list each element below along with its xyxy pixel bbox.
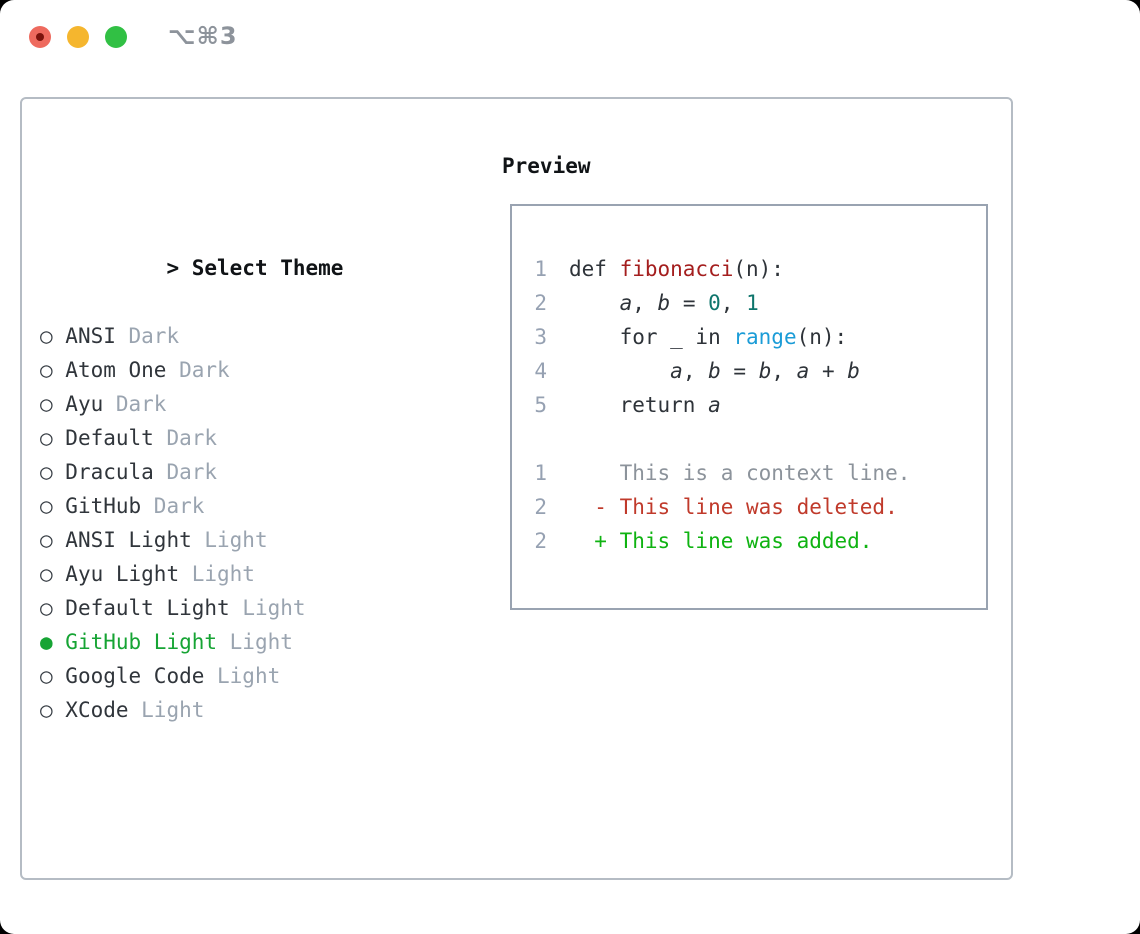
theme-list: ○ ANSI Dark○ Atom One Dark○ Ayu Dark○ De…	[40, 319, 470, 727]
code-line: 2 a, b = 0, 1	[534, 286, 986, 320]
line-number: 1	[534, 257, 547, 281]
zoom-button[interactable]	[105, 26, 127, 48]
theme-picker-left-column: > Select Theme ○ ANSI Dark○ Atom One Dar…	[40, 149, 470, 934]
radio-unselected-icon: ○	[40, 324, 66, 348]
line-content: return a	[569, 393, 721, 417]
theme-option-ayu[interactable]: ○ Ayu Dark	[40, 387, 470, 421]
radio-unselected-icon: ○	[40, 358, 66, 382]
line-content: a, b = b, a + b	[670, 359, 860, 383]
option-label: Dracula	[65, 460, 154, 484]
line-content: for _ in range(n):	[569, 325, 848, 349]
theme-picker-panel: > Select Theme ○ ANSI Dark○ Atom One Dar…	[20, 97, 1013, 880]
line-number: 5	[534, 393, 547, 417]
option-variant-label: Light	[204, 664, 281, 688]
radio-unselected-icon: ○	[40, 698, 66, 722]
option-variant-label: Light	[179, 562, 255, 586]
theme-option-ansi-light[interactable]: ○ ANSI Light Light	[40, 523, 470, 557]
code-line: 3 for _ in range(n):	[534, 320, 986, 354]
theme-option-default-light[interactable]: ○ Default Light Light	[40, 591, 470, 625]
option-label: GitHub	[65, 494, 142, 518]
select-theme-header-label: Select Theme	[191, 256, 344, 280]
radio-unselected-icon: ○	[40, 426, 66, 450]
theme-option-google-code[interactable]: ○ Google Code Light	[40, 659, 470, 693]
line-number: 1	[534, 461, 547, 485]
theme-option-ansi[interactable]: ○ ANSI Dark	[40, 319, 470, 353]
option-variant-label: Dark	[166, 358, 230, 382]
theme-option-github[interactable]: ○ GitHub Dark	[40, 489, 470, 523]
option-variant-label: Light	[128, 698, 205, 722]
option-label: XCode	[65, 698, 129, 722]
line-content: This is a context line.	[569, 461, 911, 485]
radio-unselected-icon: ○	[40, 494, 66, 518]
option-label: Ayu	[65, 392, 104, 416]
option-label: GitHub Light	[65, 630, 218, 654]
line-number: 2	[534, 291, 547, 315]
line-number: 2	[534, 495, 547, 519]
radio-unselected-icon: ○	[40, 392, 66, 416]
option-variant-label: Light	[229, 596, 306, 620]
minimize-button[interactable]	[67, 26, 89, 48]
line-content: a, b = 0, 1	[619, 291, 759, 315]
blank-line	[534, 422, 986, 456]
option-label: Default	[65, 426, 154, 450]
diff-line-removed: 2 - This line was deleted.	[534, 490, 986, 524]
preview-title: Preview	[502, 154, 591, 178]
theme-option-dracula[interactable]: ○ Dracula Dark	[40, 455, 470, 489]
option-label: ANSI Light	[65, 528, 192, 552]
radio-unselected-icon: ○	[40, 596, 66, 620]
theme-option-default[interactable]: ○ Default Dark	[40, 421, 470, 455]
option-label: Atom One	[65, 358, 167, 382]
option-variant-label: Light	[191, 528, 268, 552]
theme-option-xcode[interactable]: ○ XCode Light	[40, 693, 470, 727]
theme-option-atom-one[interactable]: ○ Atom One Dark	[40, 353, 470, 387]
line-content: def fibonacci(n):	[569, 257, 784, 281]
line-number: 4	[534, 359, 547, 383]
line-number: 2	[534, 529, 547, 553]
radio-unselected-icon: ○	[40, 460, 66, 484]
window-title: ⌥⌘3	[168, 22, 238, 50]
line-content: - This line was deleted.	[569, 495, 898, 519]
unsaved-dot-icon	[36, 33, 44, 41]
close-button[interactable]	[29, 26, 51, 48]
line-number: 3	[534, 325, 547, 349]
diff-line-added: 2 + This line was added.	[534, 524, 986, 558]
option-variant-label: Dark	[103, 392, 167, 416]
code-line: 1 def fibonacci(n):	[534, 252, 986, 286]
option-variant-label: Dark	[153, 426, 218, 450]
option-variant-label: Light	[217, 630, 293, 654]
focus-caret-icon: >	[166, 256, 192, 280]
code-line: 5 return a	[534, 388, 986, 422]
option-label: Google Code	[65, 664, 205, 688]
radio-unselected-icon: ○	[40, 528, 66, 552]
option-variant-label: Dark	[141, 494, 205, 518]
theme-option-github-light[interactable]: ● GitHub Light Light	[40, 625, 470, 659]
radio-unselected-icon: ○	[40, 664, 66, 688]
radio-unselected-icon: ○	[40, 562, 66, 586]
select-theme-header: > Select Theme	[40, 217, 470, 280]
option-label: ANSI	[65, 324, 116, 348]
diff-line-context: 1 This is a context line.	[534, 456, 986, 490]
option-variant-label: Dark	[153, 460, 218, 484]
option-label: Ayu Light	[65, 562, 180, 586]
line-content: + This line was added.	[569, 529, 873, 553]
radio-selected-icon: ●	[40, 630, 66, 654]
option-variant-label: Dark	[115, 324, 180, 348]
apply-to-section: Apply To ● User Settings○ Workspace Sett…	[40, 863, 470, 934]
code-line: 4 a, b = b, a + b	[534, 354, 986, 388]
theme-option-ayu-light[interactable]: ○ Ayu Light Light	[40, 557, 470, 591]
option-label: Default Light	[65, 596, 230, 620]
